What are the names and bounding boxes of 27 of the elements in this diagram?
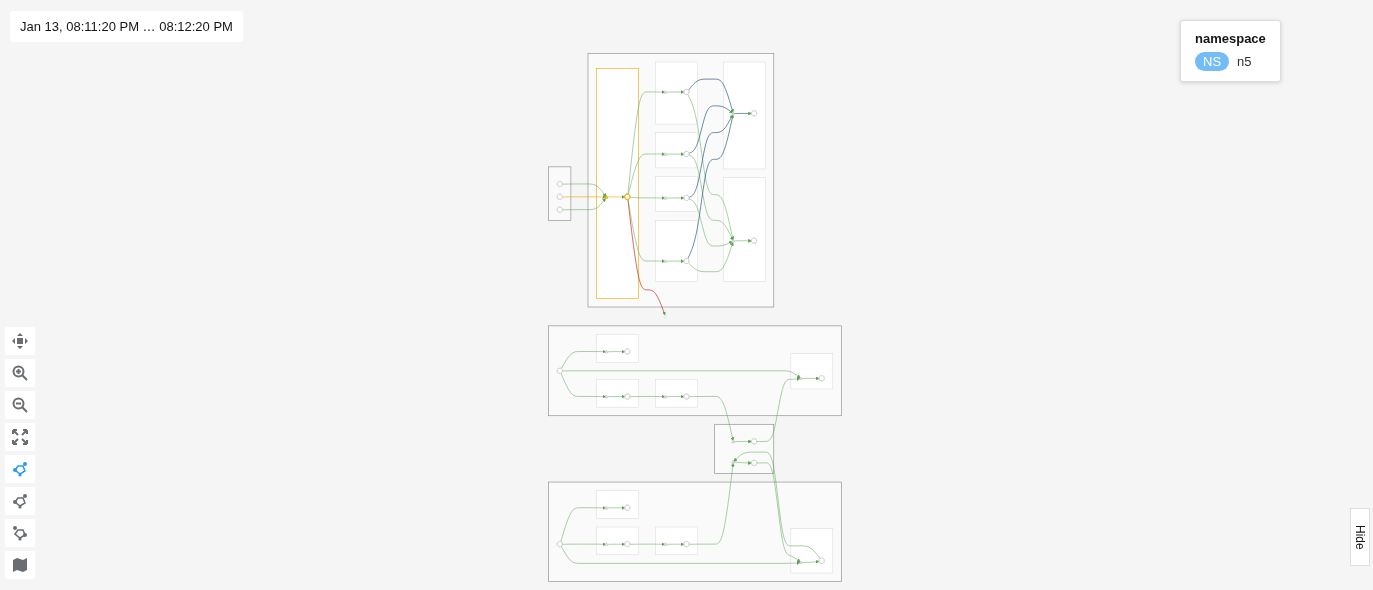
cluster xyxy=(548,325,842,417)
cluster xyxy=(596,490,639,519)
hide-button: Hide xyxy=(1350,508,1370,566)
cluster xyxy=(548,481,842,582)
cluster xyxy=(714,423,775,474)
time-range-label: Jan 13, 08:11:20 PM … 08:12:20 PM xyxy=(10,11,243,42)
cluster xyxy=(596,68,639,299)
cluster xyxy=(548,166,572,221)
cluster xyxy=(723,177,766,282)
namespace-name: n5 xyxy=(1237,54,1252,69)
cluster xyxy=(723,61,766,170)
node-circle xyxy=(663,314,667,318)
cluster xyxy=(587,53,775,308)
cluster xyxy=(655,526,698,556)
tooltip-title: namespace xyxy=(1195,31,1266,46)
cluster xyxy=(655,220,698,282)
cluster xyxy=(655,379,698,408)
cluster xyxy=(790,528,834,574)
namespace-badge: NS xyxy=(1195,52,1230,71)
arrow xyxy=(733,461,752,465)
cluster xyxy=(596,526,639,556)
cluster xyxy=(596,379,639,408)
cluster xyxy=(655,132,698,169)
cluster xyxy=(655,61,698,125)
cluster xyxy=(596,334,639,363)
cluster xyxy=(790,353,834,390)
cluster xyxy=(655,176,698,212)
